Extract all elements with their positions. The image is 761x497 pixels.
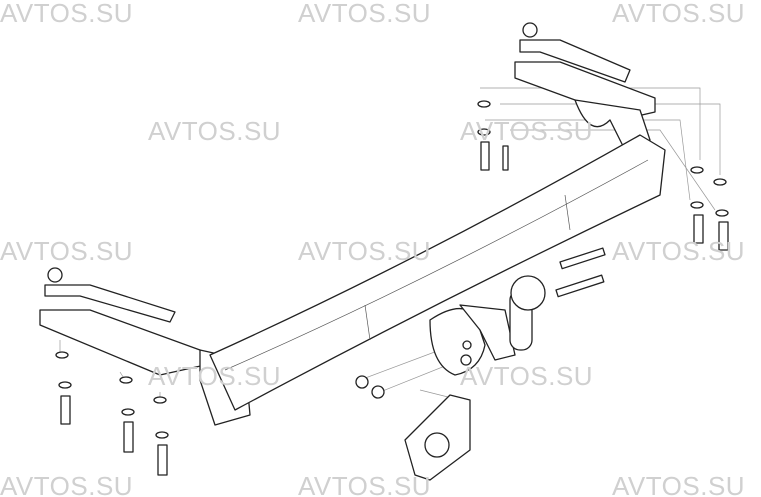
watermark-text: AVTOS.SU (460, 116, 593, 146)
watermark-text: AVTOS.SU (0, 0, 133, 28)
watermark-text: AVTOS.SU (148, 116, 281, 146)
right-fasteners (477, 100, 729, 251)
crossbar-beam (209, 134, 666, 411)
right-mounting-bracket (514, 22, 656, 151)
watermark-text: AVTOS.SU (298, 236, 431, 266)
electrical-socket-plate (404, 394, 471, 481)
long-bolts (555, 247, 606, 298)
watermark-text: AVTOS.SU (612, 236, 745, 266)
watermark-text: AVTOS.SU (460, 361, 593, 391)
watermarks: AVTOS.SU AVTOS.SU AVTOS.SU AVTOS.SU AVTO… (0, 0, 745, 497)
leader-lines (59, 87, 721, 401)
watermark-text: AVTOS.SU (612, 0, 745, 28)
watermark-text: AVTOS.SU (298, 471, 431, 497)
watermark-text: AVTOS.SU (0, 471, 133, 497)
watermark-text: AVTOS.SU (148, 361, 281, 391)
watermark-text: AVTOS.SU (0, 236, 133, 266)
left-mounting-bracket (39, 267, 251, 426)
watermark-text: AVTOS.SU (612, 471, 745, 497)
left-fasteners (55, 351, 169, 476)
nuts (355, 375, 385, 399)
tow-ball-assembly (429, 275, 546, 376)
watermark-text: AVTOS.SU (298, 0, 431, 28)
